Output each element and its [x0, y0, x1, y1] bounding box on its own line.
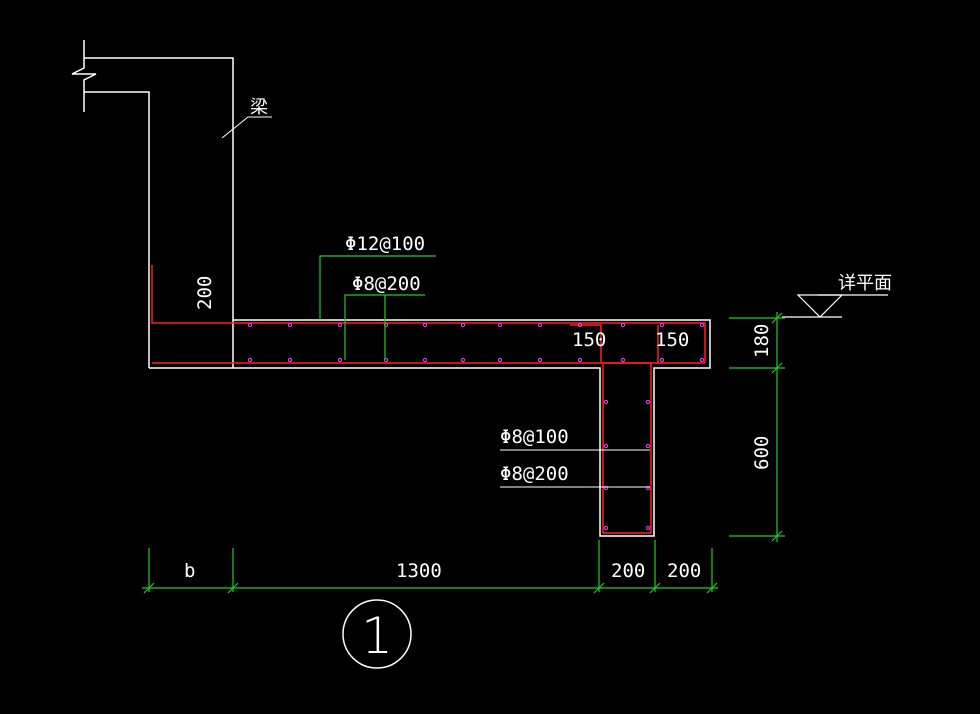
dim-200-a: 200 — [611, 560, 645, 582]
beam-callout: 梁 — [221, 97, 272, 139]
rebar-dots — [247, 322, 705, 531]
leader-main-rebar — [319, 255, 436, 320]
slab-rib-outline — [149, 319, 711, 537]
spacing-left-label: 150 — [572, 329, 606, 351]
detail-circle — [342, 599, 412, 669]
detail-number: 1 — [361, 607, 393, 665]
rebar — [151, 265, 706, 534]
rib-stirrup — [602, 362, 652, 534]
leaders — [319, 255, 436, 360]
dim-200-b: 200 — [667, 560, 701, 582]
vertical-dimensions — [729, 312, 785, 542]
horizontal-dimensions — [142, 540, 718, 594]
leader-dist-rebar — [344, 294, 425, 360]
spacing-right-label: 150 — [655, 329, 689, 351]
main-rebar-label: Φ12@100 — [345, 233, 425, 255]
rib-leaders — [500, 449, 650, 488]
dim-1300: 1300 — [396, 560, 442, 582]
rib-stirrup-label: Φ8@100 — [500, 426, 569, 448]
dim-b: b — [184, 560, 195, 582]
wall-outline-right — [84, 57, 234, 320]
dim-rib-height: 600 — [751, 436, 773, 470]
wall-outline — [71, 40, 97, 112]
wall-thickness-label: 200 — [194, 276, 216, 310]
wall-inner-left — [84, 91, 150, 368]
hook-left — [570, 324, 602, 363]
top-bar — [151, 265, 706, 363]
detail-plan-label: 详平面 — [838, 273, 892, 294]
rib-dist-label: Φ8@200 — [500, 463, 569, 485]
beam-label: 梁 — [250, 97, 268, 118]
dist-rebar-label: Φ8@200 — [352, 273, 421, 295]
concrete-outline — [71, 40, 711, 537]
elevation-marker — [782, 294, 888, 318]
dim-slab-height: 180 — [751, 324, 773, 358]
